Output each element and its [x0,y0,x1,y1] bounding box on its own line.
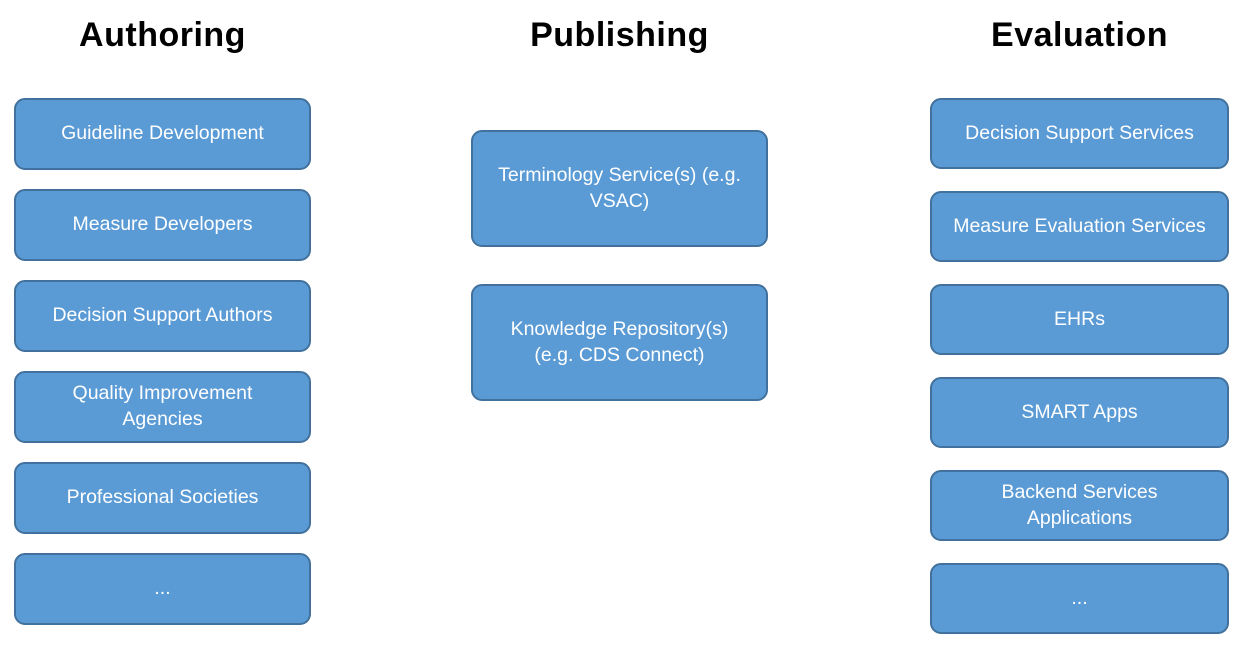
column-title-publishing: Publishing [530,16,709,54]
box-label: SMART Apps [1021,400,1138,423]
box-knowledge-repository: Knowledge Repository(s) (e.g. CDS Connec… [471,284,768,401]
box-label: Quality Improvement Agencies [72,382,253,430]
box-label: Decision Support Authors [52,304,273,327]
column-title-evaluation: Evaluation [991,16,1168,54]
box-quality-improvement-agencies: Quality Improvement Agencies [14,371,311,443]
box-terminology-service: Terminology Service(s) (e.g. VSAC) [471,130,768,247]
column-authoring: Authoring Guideline Development Measure … [14,0,311,652]
box-list-evaluation: Decision Support Services Measure Evalua… [930,98,1229,634]
box-authoring-ellipsis: ... [14,553,311,625]
box-professional-societies: Professional Societies [14,462,311,534]
column-publishing: Publishing Terminology Service(s) (e.g. … [471,0,768,652]
column-evaluation: Evaluation Decision Support Services Mea… [930,0,1229,652]
box-ehrs: EHRs [930,284,1229,355]
box-evaluation-ellipsis: ... [930,563,1229,634]
box-label: Measure Evaluation Services [953,214,1206,237]
box-label: Backend Services Applications [1001,480,1158,529]
box-smart-apps: SMART Apps [930,377,1229,448]
box-list-publishing: Terminology Service(s) (e.g. VSAC) Knowl… [471,130,768,401]
box-label: EHRs [1054,307,1105,330]
box-label: Knowledge Repository(s) (e.g. CDS Connec… [510,317,729,366]
box-decision-support-authors: Decision Support Authors [14,280,311,352]
box-list-authoring: Guideline Development Measure Developers… [14,98,311,625]
box-label: Professional Societies [66,486,259,509]
box-label: Terminology Service(s) (e.g. VSAC) [498,163,741,212]
box-label: Measure Developers [72,213,253,236]
column-title-authoring: Authoring [79,16,246,54]
box-label: Decision Support Services [965,121,1194,144]
box-measure-developers: Measure Developers [14,189,311,261]
box-label: Guideline Development [61,122,264,145]
box-guideline-development: Guideline Development [14,98,311,170]
box-label: ... [154,577,171,600]
box-label: ... [1071,586,1088,609]
box-backend-services-applications: Backend Services Applications [930,470,1229,541]
box-decision-support-services: Decision Support Services [930,98,1229,169]
box-measure-evaluation-services: Measure Evaluation Services [930,191,1229,262]
